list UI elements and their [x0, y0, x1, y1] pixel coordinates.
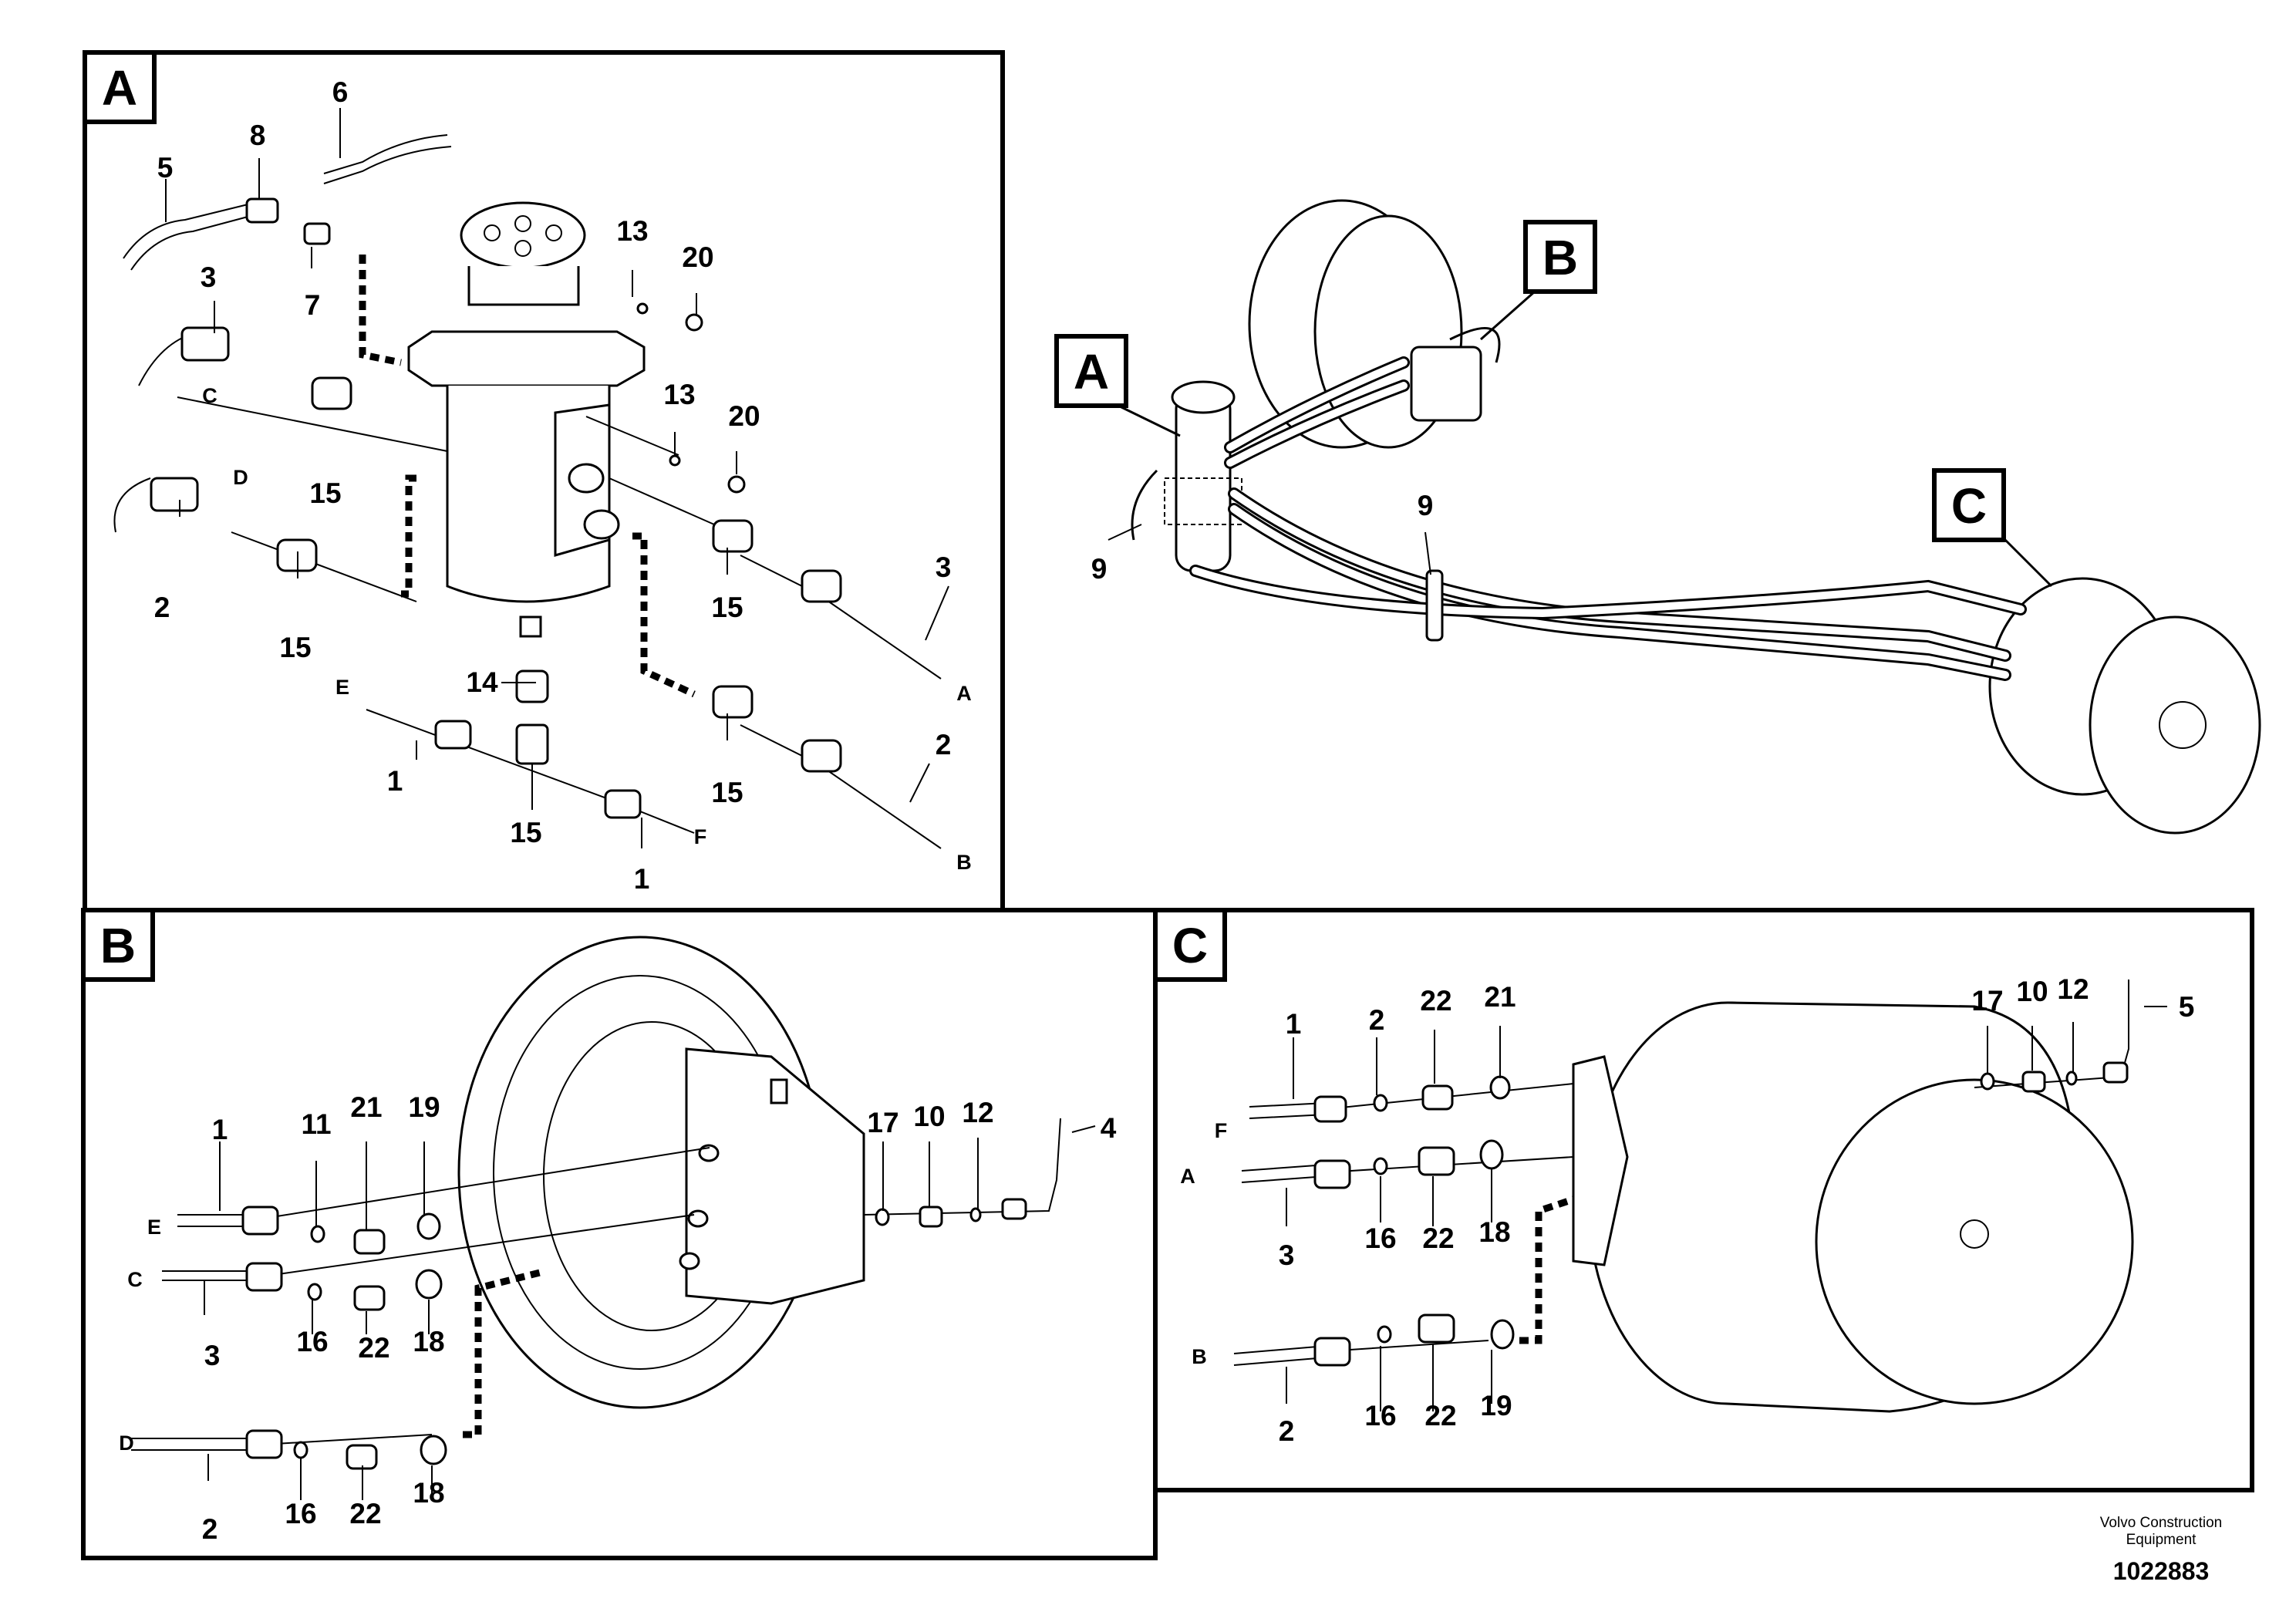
- panel-b-tag: B: [100, 918, 136, 973]
- callout-22-b: 22: [349, 1498, 381, 1529]
- callout-13-b: 13: [663, 379, 695, 410]
- fitting-group-b: [241, 1198, 1027, 1470]
- callout-1-left: 1: [387, 765, 403, 797]
- callout-18-b: 19: [1480, 1390, 1512, 1421]
- callout-18-a: 18: [1478, 1216, 1510, 1248]
- port-c: C: [202, 384, 217, 407]
- callout-19: 19: [408, 1091, 440, 1123]
- callout-4: 5: [157, 152, 174, 184]
- callout-16-a: 16: [1364, 1222, 1396, 1254]
- callout-3: 3: [1279, 1239, 1295, 1271]
- callout-7: 8: [250, 120, 266, 151]
- overview-assembly: A B C 9 9: [1054, 199, 2261, 835]
- callout-11: 2: [1369, 1004, 1385, 1036]
- panel-b: B: [81, 908, 1158, 1560]
- callout-18-b: 18: [413, 1477, 444, 1509]
- callout-16-a: 16: [296, 1326, 328, 1357]
- port-d: D: [119, 1431, 134, 1455]
- callout-21: 21: [350, 1091, 382, 1123]
- port-b: B: [956, 851, 972, 874]
- callout-3-right: 3: [936, 551, 952, 583]
- callout-18-a: 18: [413, 1326, 444, 1357]
- panel-a-tag: A: [102, 60, 137, 116]
- callout-17: 17: [1971, 985, 2003, 1017]
- fitting-group-a: [150, 197, 842, 819]
- callout-20-b: 20: [728, 400, 760, 432]
- callout-8: 15: [510, 817, 541, 848]
- callout-15-d: 15: [711, 777, 743, 808]
- overview-tag-b: B: [1542, 230, 1578, 285]
- fitting-group-c: [1313, 1061, 2129, 1367]
- panel-a: A: [83, 50, 1005, 912]
- footer: Volvo Construction Equipment 1022883: [2100, 1515, 2222, 1585]
- callout-3-upper: 3: [201, 261, 217, 293]
- port-d: D: [233, 466, 248, 489]
- callout-6: 7: [305, 289, 321, 321]
- callout-12: 12: [2057, 973, 2089, 1005]
- callout-13-a: 13: [616, 215, 648, 247]
- callout-1-bottom: 1: [634, 863, 650, 895]
- swivel-joint: [407, 201, 646, 638]
- drawing-number: 1022883: [2113, 1557, 2210, 1585]
- callout-1: 1: [212, 1114, 228, 1145]
- port-e: E: [147, 1216, 161, 1239]
- callout-11: 11: [301, 1108, 331, 1140]
- port-e: E: [335, 676, 349, 699]
- callout-16-b: 16: [285, 1498, 316, 1529]
- callout-10: 10: [913, 1101, 945, 1132]
- overview-tag-a: A: [1074, 344, 1109, 400]
- port-b: B: [1192, 1345, 1207, 1368]
- callout-15-b: 15: [279, 632, 311, 663]
- panel-c: C: [1153, 908, 2254, 1492]
- port-a: A: [956, 682, 972, 705]
- callout-2: 2: [202, 1513, 218, 1545]
- callout-1: 1: [1286, 1008, 1302, 1040]
- callout-5: 6: [332, 76, 349, 108]
- callout-17: 17: [867, 1107, 899, 1138]
- callout-16-b: 16: [1364, 1400, 1396, 1431]
- callout-12: 12: [962, 1097, 993, 1128]
- port-f: F: [1215, 1119, 1228, 1142]
- panel-c-tag: C: [1172, 918, 1208, 973]
- callout-2-right: 2: [936, 729, 952, 760]
- callout-2: 2: [1279, 1415, 1295, 1447]
- travel-motor-b: [457, 936, 865, 1409]
- callout-3: 3: [204, 1340, 221, 1371]
- port-f: F: [694, 825, 707, 848]
- callout-22-b: 22: [1424, 1400, 1456, 1431]
- port-a: A: [1180, 1165, 1195, 1188]
- callout-21: 22: [1420, 985, 1451, 1017]
- callout-14: 14: [466, 666, 498, 698]
- callout-20-a: 20: [682, 241, 713, 273]
- callout-4: 4: [1101, 1112, 1117, 1144]
- callout-15-a: 15: [309, 477, 341, 509]
- callout-19: 21: [1484, 981, 1515, 1013]
- overview-tag-c: C: [1951, 478, 1987, 534]
- callout-5: 5: [2179, 991, 2195, 1023]
- callout-10: 10: [2016, 976, 2048, 1007]
- port-c: C: [127, 1268, 143, 1291]
- callout-22-a: 22: [1422, 1222, 1454, 1254]
- travel-motor-c: [1572, 1001, 2134, 1413]
- brand-line-2: Equipment: [2126, 1532, 2197, 1548]
- overview-callout-9-right: 9: [1418, 490, 1434, 521]
- brand-line-1: Volvo Construction: [2100, 1515, 2222, 1531]
- callout-15-c: 15: [711, 592, 743, 623]
- callout-22-a: 22: [358, 1332, 389, 1364]
- overview-callout-9-left: 9: [1091, 553, 1108, 585]
- callout-2-left: 2: [154, 592, 170, 623]
